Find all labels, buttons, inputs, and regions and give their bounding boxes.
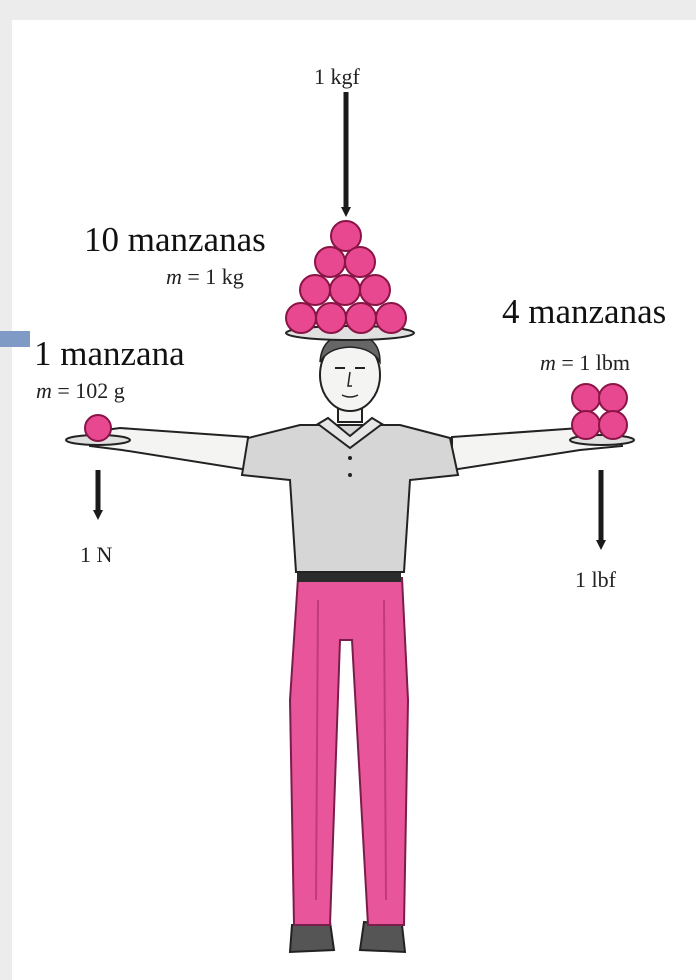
- four-apples-mass-symbol: m: [540, 350, 556, 375]
- left-shoe: [290, 922, 334, 952]
- one-apple-mass-value: = 102 g: [52, 378, 125, 403]
- ten-apples-label: 10 manzanas: [84, 220, 266, 260]
- man-figure: [90, 335, 622, 952]
- right-force-label: 1 lbf: [575, 567, 616, 593]
- left-arm: [90, 428, 248, 470]
- apple-single: [85, 415, 111, 441]
- four-apples-label: 4 manzanas: [502, 292, 666, 332]
- one-apple-label: 1 manzana: [34, 334, 185, 374]
- right-shoe: [360, 922, 405, 952]
- pants: [290, 578, 408, 925]
- ten-apples-mass-symbol: m: [166, 264, 182, 289]
- apple-pyramid-10: [286, 221, 406, 333]
- one-apple-mass: m = 102 g: [36, 378, 125, 404]
- four-apples-mass: m = 1 lbm: [540, 350, 630, 376]
- ten-apples-mass: m = 1 kg: [166, 264, 244, 290]
- top-force-label: 1 kgf: [314, 64, 360, 90]
- four-apples-mass-value: = 1 lbm: [556, 350, 630, 375]
- apple-group-4: [572, 384, 627, 439]
- left-force-label: 1 N: [80, 542, 112, 568]
- one-apple-mass-symbol: m: [36, 378, 52, 403]
- ten-apples-mass-value: = 1 kg: [182, 264, 244, 289]
